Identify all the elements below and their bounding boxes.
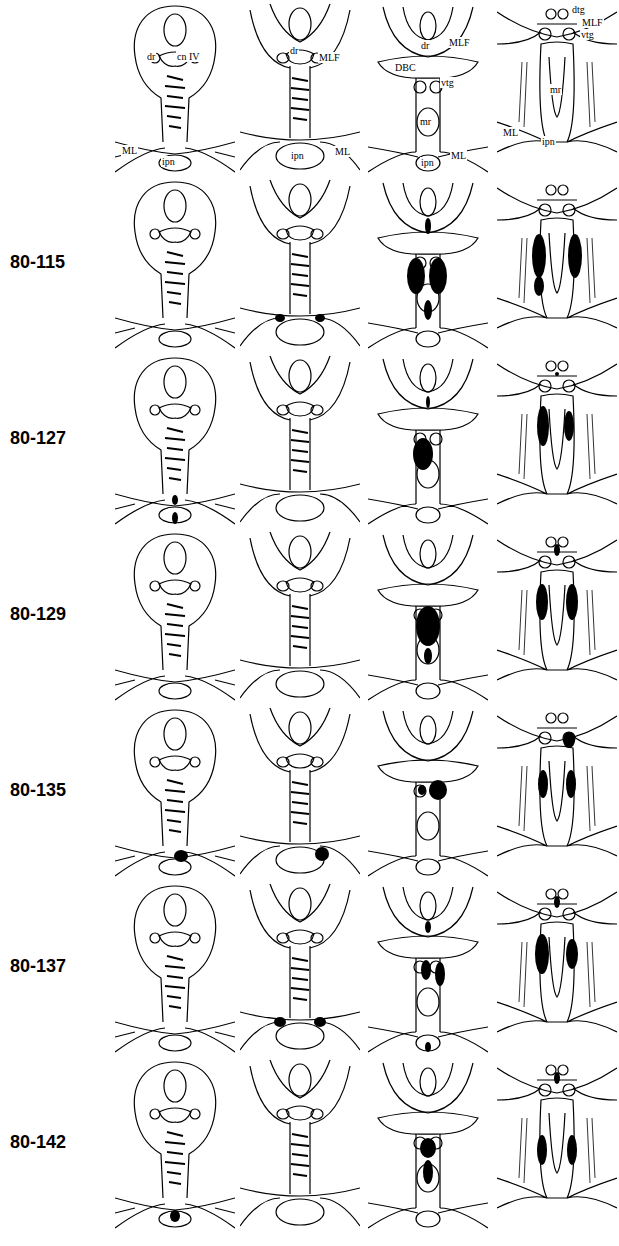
structure-label: MLF	[318, 52, 341, 63]
structure-label: dr	[146, 51, 156, 62]
structure-label: dr	[289, 45, 299, 56]
structure-label: vtg	[440, 77, 455, 88]
structure-label: ML	[121, 145, 138, 156]
case-number: 80-137	[10, 956, 66, 977]
structure-label: mr	[419, 116, 432, 127]
structure-label: ML	[450, 150, 467, 161]
structure-label: MLF	[448, 37, 471, 48]
structure-label: MLF	[581, 17, 604, 28]
case-number: 80-129	[10, 604, 66, 625]
structure-label: ipn	[290, 150, 305, 161]
structure-label: dr	[420, 40, 430, 51]
structure-label: vtg	[580, 29, 595, 40]
structure-label: ipn	[420, 157, 435, 168]
case-number: 80-142	[10, 1132, 66, 1153]
structure-label: mr	[549, 84, 562, 95]
case-number: 80-115	[10, 252, 65, 273]
structure-label: ML	[502, 127, 519, 138]
structure-label: ipn	[541, 136, 556, 147]
structure-label: ML	[334, 146, 351, 157]
structure-label: ipn	[161, 156, 176, 167]
case-number: 80-135	[10, 780, 66, 801]
case-number: 80-127	[10, 428, 66, 449]
structure-label: dtg	[571, 4, 586, 15]
structure-label: DBC	[394, 62, 417, 73]
structure-label: cn IV	[176, 51, 201, 62]
